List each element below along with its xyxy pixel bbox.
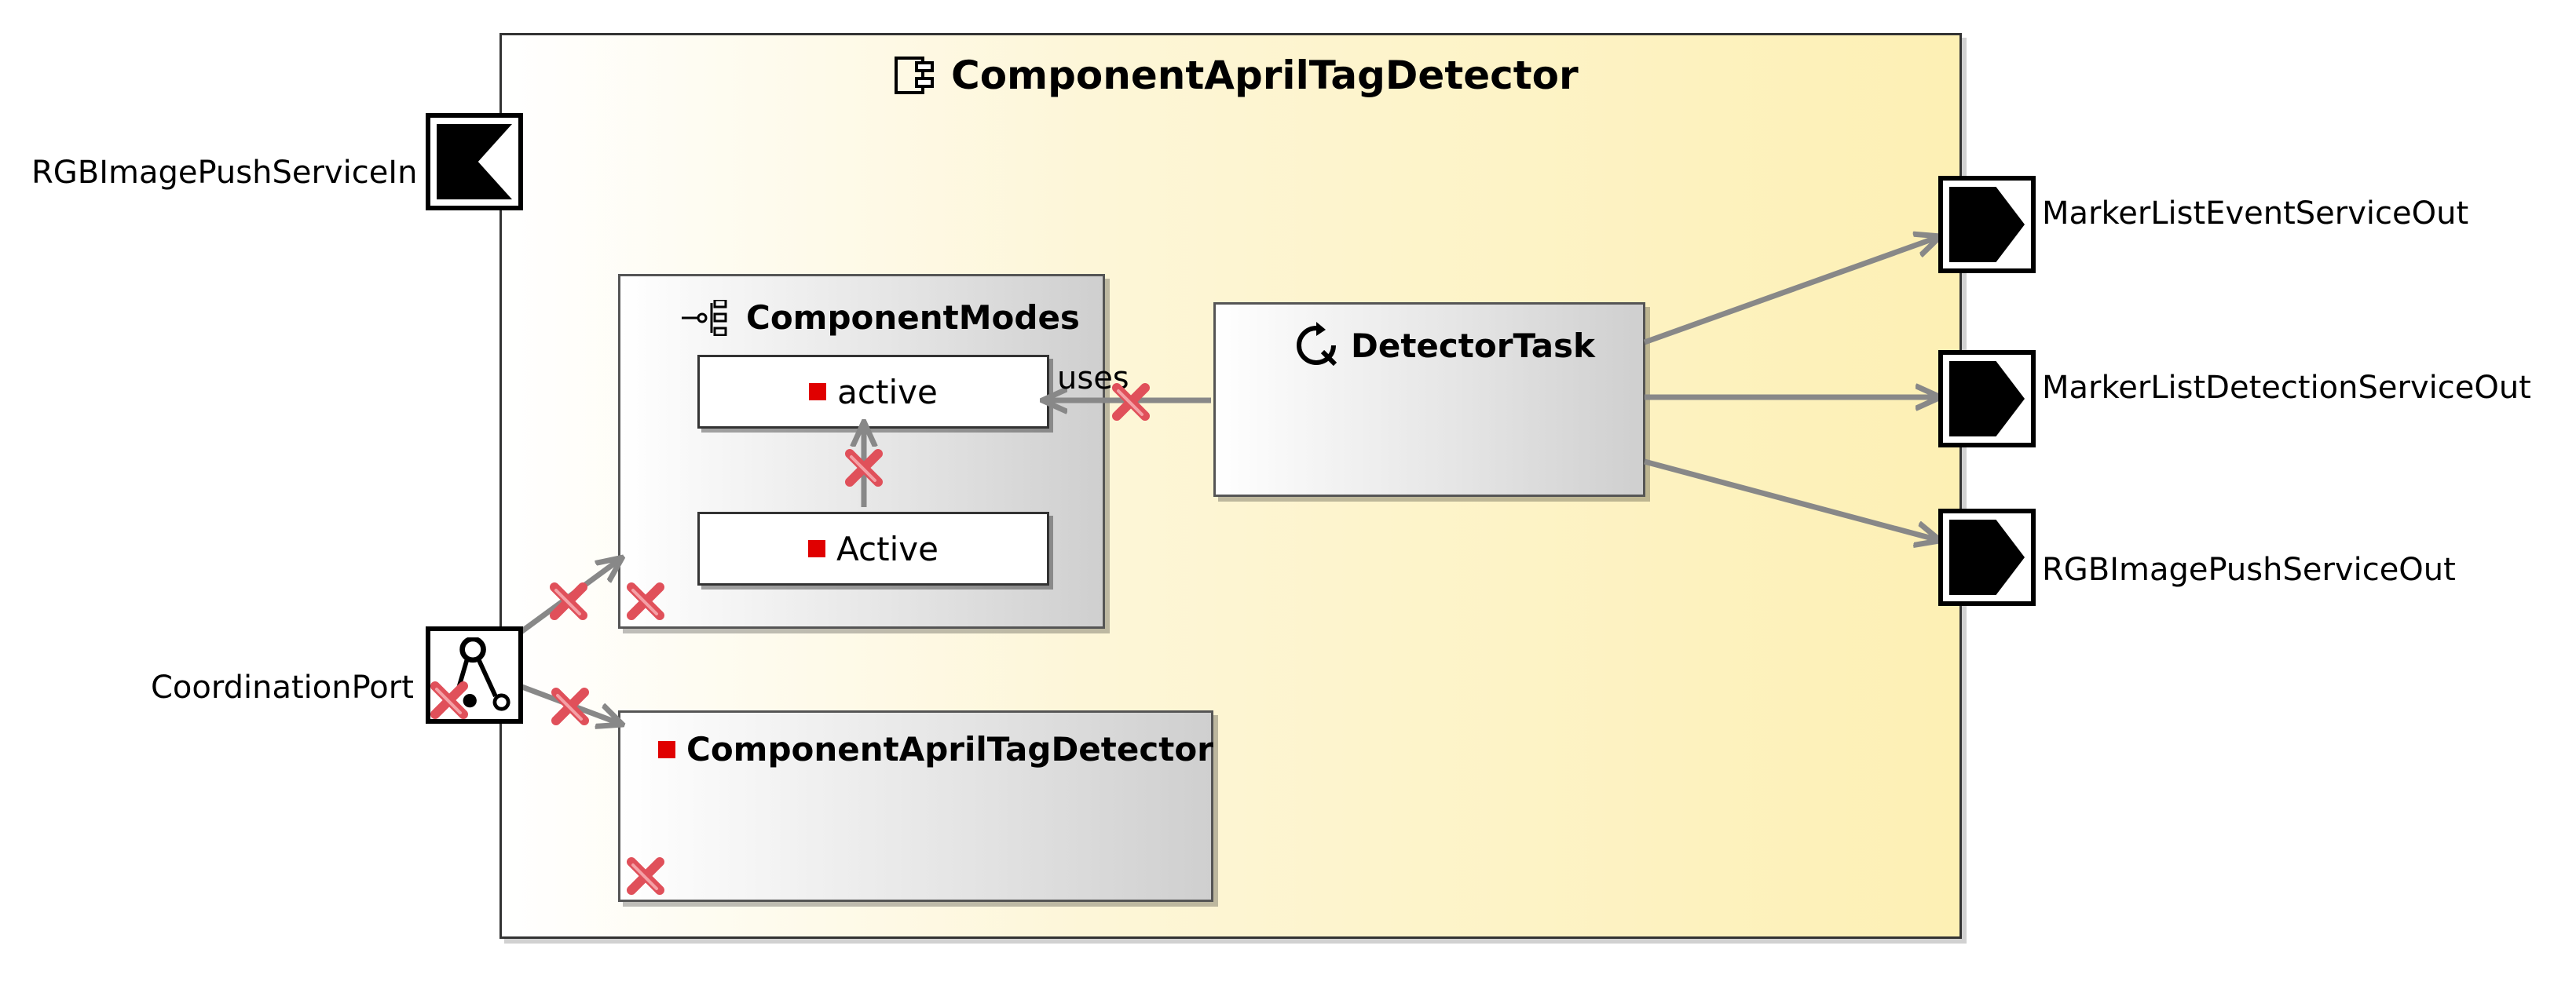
detector-task-title-text: DetectorTask: [1351, 326, 1595, 365]
port-label-rgb-out: RGBImagePushServiceOut: [2042, 552, 2456, 588]
port-label-detection-out: MarkerListDetectionServiceOut: [2042, 370, 2531, 406]
mode-active-upper[interactable]: Active: [697, 512, 1049, 586]
inner-component-title-text: ComponentAprilTagDetector: [686, 730, 1213, 768]
coordination-port-icon: [454, 637, 510, 711]
edge-task-to-event-out: [1643, 237, 1938, 345]
error-x-icon: [627, 857, 664, 895]
port-rgb-image-push-out[interactable]: [1938, 509, 2036, 606]
mode-label: Active: [836, 529, 939, 568]
component-icon: [893, 55, 939, 96]
component-title-text: ComponentAprilTagDetector: [951, 53, 1579, 98]
modes-tree-icon: [680, 298, 735, 336]
error-x-icon: [845, 449, 883, 487]
port-rgb-image-push-in[interactable]: [426, 113, 523, 210]
error-x-icon: [551, 688, 589, 725]
task-loop-icon: [1293, 322, 1340, 369]
output-port-icon: [1949, 520, 2025, 595]
input-port-icon: [437, 124, 512, 199]
inner-component-box[interactable]: ComponentAprilTagDetector: [618, 710, 1213, 902]
error-x-icon: [1112, 383, 1150, 421]
inner-component-title: ComponentAprilTagDetector: [658, 730, 1213, 768]
mode-marker-icon: [808, 540, 826, 557]
error-x-icon: [430, 681, 468, 719]
port-marker-list-detection-out[interactable]: [1938, 350, 2036, 447]
port-label-rgb-in: RGBImagePushServiceIn: [31, 155, 418, 191]
component-modes-title: ComponentModes: [680, 298, 1080, 337]
detector-task-title: DetectorTask: [1293, 322, 1595, 369]
mode-marker-icon: [809, 383, 827, 400]
mode-label: active: [837, 372, 938, 411]
output-port-icon: [1949, 361, 2025, 436]
port-marker-list-event-out[interactable]: [1938, 176, 2036, 273]
state-marker-icon: [658, 740, 675, 758]
edge-task-to-rgb-out: [1644, 458, 1938, 540]
component-modes-title-text: ComponentModes: [746, 298, 1080, 337]
output-port-icon: [1949, 187, 2025, 262]
port-label-coordination: CoordinationPort: [151, 670, 414, 706]
detector-task-box[interactable]: DetectorTask: [1213, 302, 1645, 497]
component-title: ComponentAprilTagDetector: [893, 53, 1579, 98]
error-x-icon: [550, 582, 587, 620]
port-label-event-out: MarkerListEventServiceOut: [2042, 195, 2469, 232]
error-x-icon: [627, 582, 664, 620]
